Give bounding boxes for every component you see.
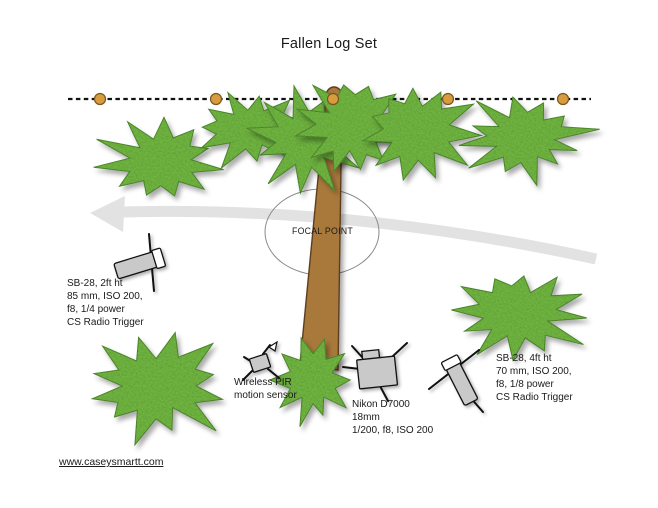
camera-icon [342, 342, 408, 402]
camera-label-line: 18mm [352, 412, 380, 423]
bush-icon [268, 336, 352, 427]
flash-right-label-line: SB-28, 4ft ht [496, 353, 552, 364]
track-dot-icon [556, 92, 570, 106]
focal-point-label: FOCAL POINT [291, 226, 354, 236]
flash-left-label-line: f8, 1/4 power [67, 304, 125, 315]
website-link[interactable]: www.caseysmartt.com [59, 456, 164, 468]
bush-icon [93, 116, 224, 197]
foliage-layer [90, 84, 600, 447]
flash-right-label-line: 70 mm, ISO 200, [496, 366, 572, 377]
flash-left-icon [113, 233, 167, 292]
track-dot-icon [326, 92, 340, 106]
bush-icon [451, 275, 587, 362]
bush-icon [361, 87, 484, 182]
camera-label-line: Nikon D7000 [352, 399, 410, 410]
camera-label-line: 1/200, f8, ISO 200 [352, 425, 434, 436]
track-dot-icon [209, 92, 223, 106]
bush-icon [90, 331, 225, 447]
flash-right-label-line: CS Radio Trigger [496, 392, 573, 403]
flash-left-label: SB-28, 2ft ht 85 mm, ISO 200, f8, 1/4 po… [67, 277, 144, 329]
pir-sensor-label: Wireless PIR motion sensor [234, 376, 297, 402]
travel-direction-arrow-icon [90, 196, 598, 265]
bush-icon [458, 96, 600, 187]
page-title: Fallen Log Set [280, 36, 378, 52]
track-dot-icon [441, 92, 455, 106]
track-dot-icon [93, 92, 107, 106]
pir-sensor-label-line: Wireless PIR [234, 377, 292, 388]
track-markers [93, 92, 570, 106]
flash-right-label: SB-28, 4ft ht 70 mm, ISO 200, f8, 1/8 po… [496, 352, 573, 404]
flash-left-label-line: SB-28, 2ft ht [67, 278, 123, 289]
pir-sensor-label-line: motion sensor [234, 390, 297, 401]
flash-right-label-line: f8, 1/8 power [496, 379, 554, 390]
flash-left-label-line: CS Radio Trigger [67, 317, 144, 328]
flash-left-label-line: 85 mm, ISO 200, [67, 291, 143, 302]
flash-right-icon [428, 349, 484, 413]
camera-label: Nikon D7000 18mm 1/200, f8, ISO 200 [352, 398, 433, 437]
pir-sensor-icon [242, 340, 280, 381]
